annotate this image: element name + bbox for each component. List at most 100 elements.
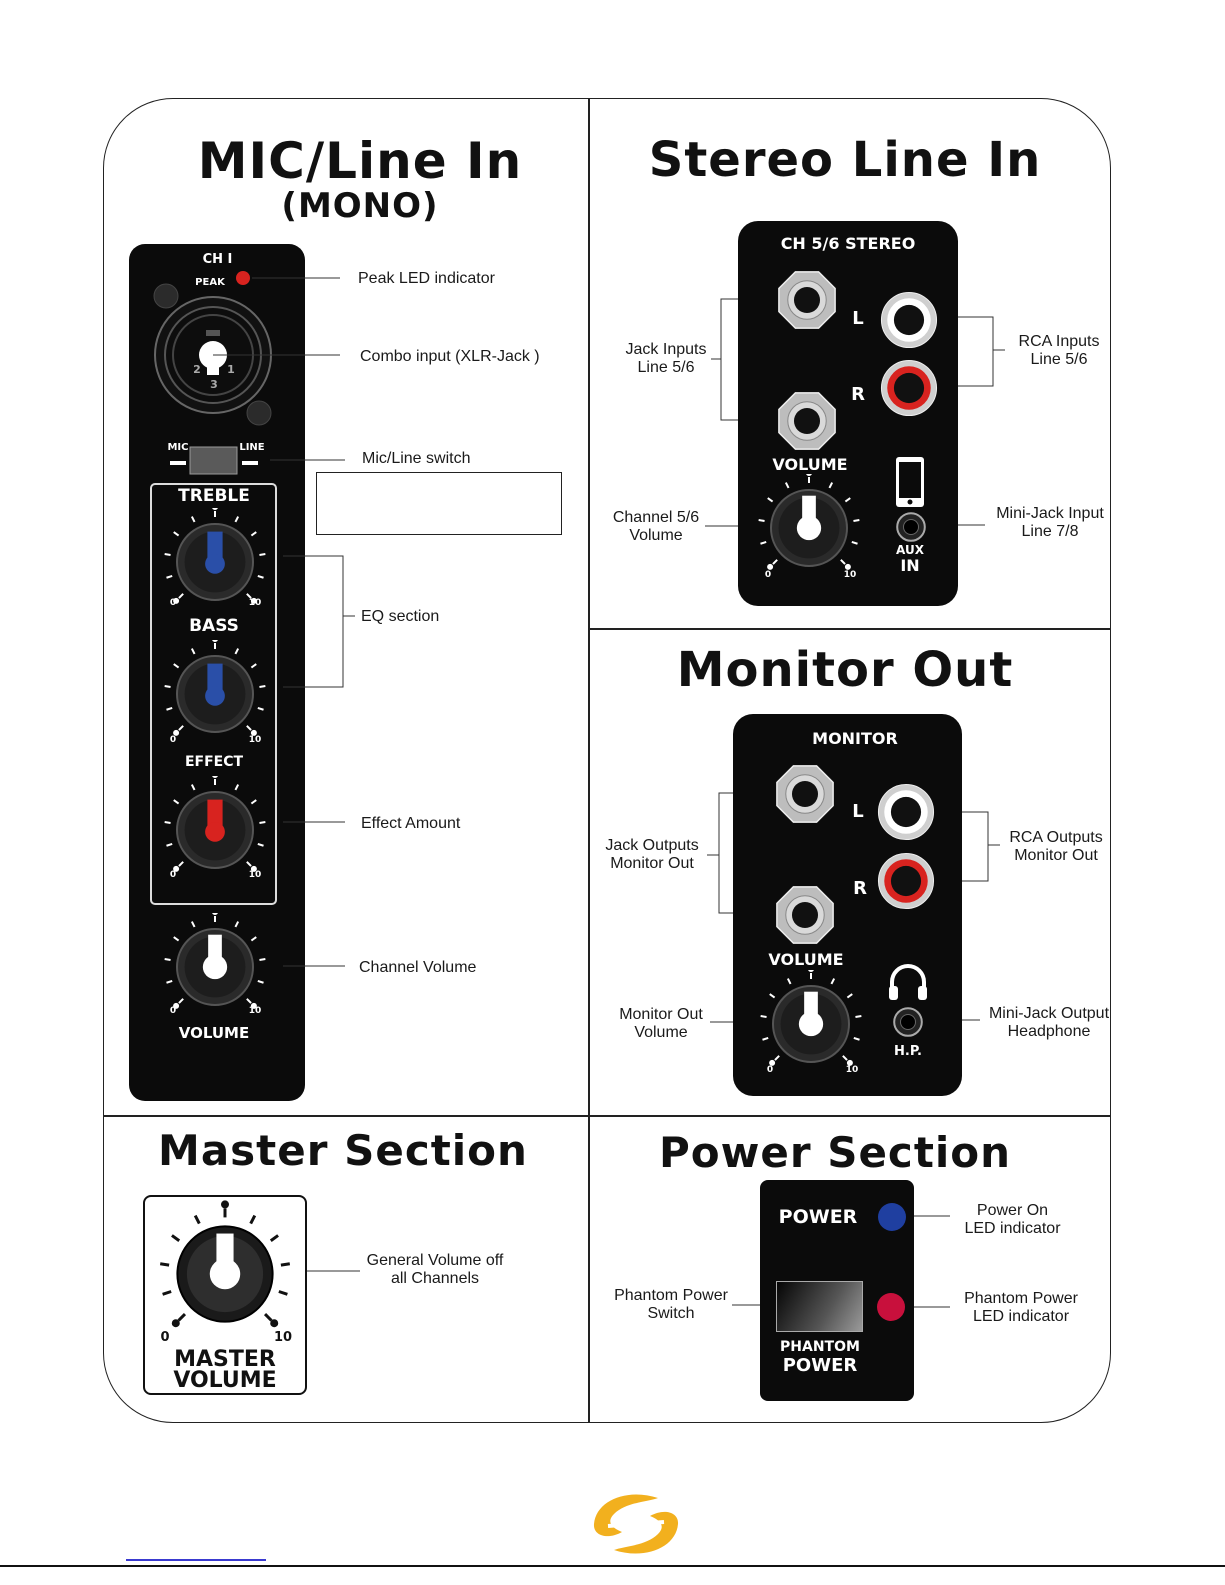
callout-rca-outputs: RCA Outputs Monitor Out bbox=[1000, 829, 1112, 865]
scale-max: 10 bbox=[248, 598, 262, 608]
callout-phantom-switch-line2: Switch bbox=[647, 1305, 695, 1322]
master-title: Master Section bbox=[158, 1126, 528, 1175]
stereo-left-label: L bbox=[852, 308, 864, 329]
mic-line-switch bbox=[189, 446, 238, 475]
jack-input-right[interactable] bbox=[776, 390, 838, 452]
callout-phantom-switch-line1: Phantom Power bbox=[614, 1287, 728, 1304]
master-scale-max: 10 bbox=[273, 1330, 293, 1345]
master-label-line1: MASTER bbox=[174, 1347, 276, 1372]
rca-output-left[interactable] bbox=[877, 783, 935, 841]
scale-max: 10 bbox=[843, 570, 857, 580]
peak-label: PEAK bbox=[195, 277, 225, 288]
channel-volume-label: VOLUME bbox=[178, 1024, 250, 1042]
callout-mini-jack-input: Mini-Jack Input Line 7/8 bbox=[986, 505, 1114, 541]
mic-line-subtitle: (MONO) bbox=[281, 186, 439, 226]
treble-label: TREBLE bbox=[178, 486, 250, 506]
hp-label: H.P. bbox=[894, 1044, 922, 1059]
jack-output-left[interactable] bbox=[774, 763, 836, 825]
callout-jack-outputs-line1: Jack Outputs bbox=[605, 837, 699, 854]
divider-top-right bbox=[589, 628, 1111, 630]
stereo-title: Stereo Line In bbox=[648, 132, 1042, 188]
stereo-volume-knob[interactable] bbox=[754, 474, 864, 574]
scale-max: 10 bbox=[248, 1006, 262, 1016]
callout-peak-led: Peak LED indicator bbox=[358, 270, 495, 287]
callout-rca-inputs-line1: RCA Inputs bbox=[1018, 333, 1100, 350]
power-led bbox=[878, 1203, 906, 1231]
callout-power-on-led: Power On LED indicator bbox=[950, 1202, 1075, 1238]
callout-mini-jack-input-line1: Mini-Jack Input bbox=[996, 505, 1104, 522]
bass-knob[interactable] bbox=[160, 640, 270, 740]
xlr-pin-2: 2 bbox=[193, 363, 201, 376]
callout-effect-amount: Effect Amount bbox=[361, 815, 461, 832]
rca-input-left[interactable] bbox=[880, 291, 938, 349]
scale-max: 10 bbox=[248, 870, 262, 880]
brand-logo-icon bbox=[593, 1494, 679, 1554]
callout-mini-jack-output-line2: Headphone bbox=[1007, 1023, 1091, 1040]
callout-eq-section: EQ section bbox=[361, 608, 440, 625]
callout-general-volume: General Volume off all Channels bbox=[355, 1252, 515, 1288]
aux-label: AUX bbox=[896, 543, 924, 557]
effect-knob[interactable] bbox=[160, 776, 270, 876]
smartphone-icon bbox=[896, 457, 924, 507]
callout-jack-outputs-line2: Monitor Out bbox=[610, 855, 694, 872]
jack-input-left[interactable] bbox=[776, 269, 838, 331]
master-volume-knob[interactable] bbox=[146, 1198, 304, 1338]
callout-power-on-led-line2: LED indicator bbox=[964, 1220, 1061, 1237]
callout-phantom-led: Phantom Power LED indicator bbox=[954, 1290, 1088, 1326]
bass-label: BASS bbox=[189, 616, 239, 636]
stereo-header: CH 5/6 STEREO bbox=[780, 234, 916, 253]
monitor-volume-knob[interactable] bbox=[756, 970, 866, 1070]
callout-channel-5-6-volume: Channel 5/6 Volume bbox=[598, 509, 714, 545]
mic-line-title: MIC/Line In bbox=[197, 132, 523, 190]
scale-max: 10 bbox=[248, 735, 262, 745]
master-label-line2: VOLUME bbox=[173, 1368, 277, 1393]
phantom-led bbox=[877, 1293, 905, 1321]
callout-jack-inputs: Jack Inputs Line 5/6 bbox=[610, 341, 722, 377]
stereo-right-label: R bbox=[851, 384, 865, 405]
diagram-frame bbox=[103, 98, 1111, 1423]
eq-box bbox=[150, 483, 277, 905]
scale-max: 10 bbox=[845, 1065, 859, 1075]
phantom-power-switch[interactable] bbox=[776, 1281, 863, 1332]
blank-note-box bbox=[316, 472, 562, 535]
peak-led bbox=[236, 271, 250, 285]
callout-phantom-switch: Phantom Power Switch bbox=[604, 1287, 738, 1323]
headphone-jack[interactable] bbox=[893, 1007, 923, 1037]
scale-min: 0 bbox=[766, 1065, 774, 1075]
callout-jack-inputs-line2: Line 5/6 bbox=[637, 359, 695, 376]
scale-min: 0 bbox=[169, 598, 177, 608]
screw bbox=[246, 400, 272, 426]
jack-output-right[interactable] bbox=[774, 884, 836, 946]
treble-knob[interactable] bbox=[160, 508, 270, 608]
callout-general-volume-line1: General Volume off bbox=[366, 1252, 504, 1269]
stereo-volume-label: VOLUME bbox=[772, 455, 848, 474]
in-label: IN bbox=[900, 556, 920, 575]
callout-channel-volume: Channel Volume bbox=[359, 959, 477, 976]
callout-monitor-out-volume: Monitor Out Volume bbox=[606, 1006, 716, 1042]
callout-mic-line-switch: Mic/Line switch bbox=[362, 450, 471, 467]
aux-in-jack[interactable] bbox=[896, 512, 926, 542]
callout-power-on-led-line1: Power On bbox=[976, 1202, 1049, 1219]
callout-general-volume-line2: all Channels bbox=[390, 1270, 480, 1287]
switch-line-label: LINE bbox=[239, 442, 265, 453]
phantom-label-line2: POWER bbox=[782, 1355, 858, 1376]
callout-channel-5-6-volume-line1: Channel 5/6 bbox=[612, 509, 700, 526]
callout-channel-5-6-volume-line2: Volume bbox=[629, 527, 683, 544]
xlr-pin-1: 1 bbox=[227, 363, 235, 376]
xlr-pin-3: 3 bbox=[210, 378, 218, 391]
footer-rule bbox=[0, 1565, 1225, 1567]
headphones-icon bbox=[889, 964, 927, 1000]
callout-mini-jack-output-line1: Mini-Jack Output bbox=[988, 1005, 1110, 1022]
rca-input-right[interactable] bbox=[880, 359, 938, 417]
monitor-volume-label: VOLUME bbox=[768, 950, 844, 969]
rca-output-right[interactable] bbox=[877, 852, 935, 910]
channel-volume-knob[interactable] bbox=[160, 913, 270, 1013]
divider-bottom bbox=[103, 1115, 1111, 1117]
power-title: Power Section bbox=[658, 1128, 1012, 1177]
power-label: POWER bbox=[778, 1206, 858, 1228]
scale-min: 0 bbox=[169, 1006, 177, 1016]
callout-rca-outputs-line2: Monitor Out bbox=[1014, 847, 1098, 864]
callout-monitor-out-volume-line1: Monitor Out bbox=[619, 1006, 703, 1023]
scale-min: 0 bbox=[764, 570, 772, 580]
